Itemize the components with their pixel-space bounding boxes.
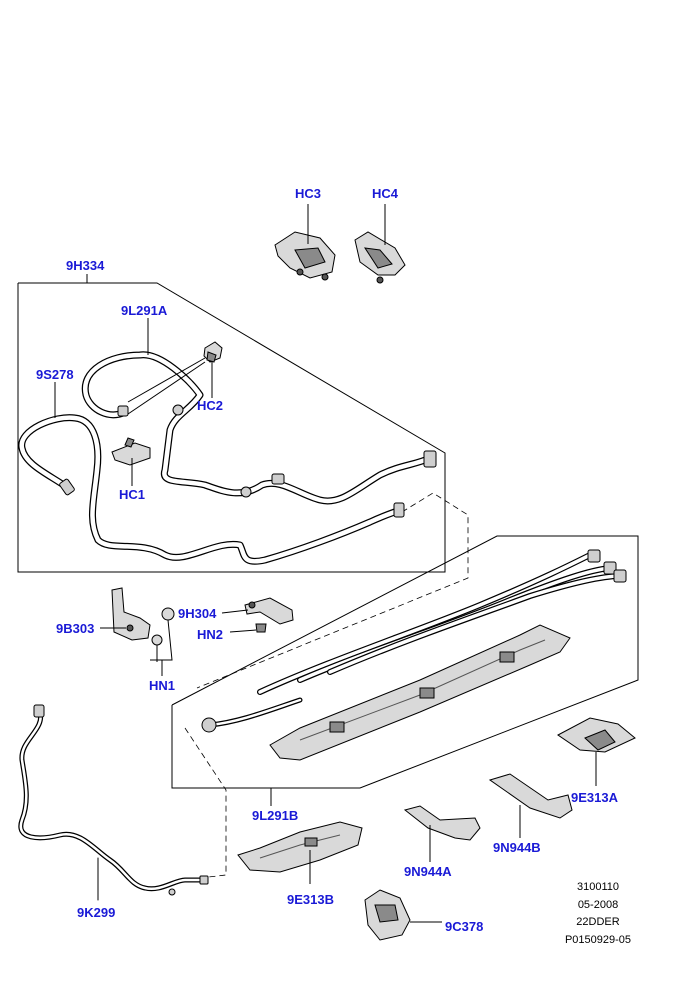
nut-parts — [150, 607, 175, 676]
label-9l291b: 9L291B — [252, 808, 299, 823]
label-hc4: HC4 — [372, 186, 399, 201]
bracket-9c378-part — [364, 889, 442, 941]
reference-line-2: 05-2008 — [577, 899, 619, 911]
fuel-pipe-bundle-lower — [207, 552, 623, 728]
clip-hc4-part — [354, 204, 406, 284]
pipe-connectors-lower — [201, 549, 627, 733]
label-hn2: HN2 — [197, 627, 224, 642]
fuel-pipe-9s278 — [18, 414, 404, 565]
label-hc1: HC1 — [119, 487, 146, 502]
shield-9n944a-part — [403, 805, 481, 862]
reference-line-3: 22DDER — [576, 916, 620, 928]
label-9s278: 9S278 — [36, 367, 74, 382]
label-9h334: 9H334 — [66, 258, 105, 273]
leader-lines — [54, 318, 213, 486]
kit-frame-9h334 — [17, 274, 446, 573]
label-9n944b: 9N944B — [493, 840, 541, 855]
heat-shield-lower — [269, 624, 571, 761]
pipe-connectors-upper — [59, 404, 437, 518]
heat-shield-9e313a-part — [557, 717, 636, 786]
label-hc3: HC3 — [295, 186, 322, 201]
reference-line-4: P0150929-05 — [564, 934, 632, 946]
reference-line-1: 3100110 — [576, 881, 619, 893]
label-9b303: 9B303 — [56, 621, 95, 636]
label-hc2: HC2 — [197, 398, 224, 413]
clip-hc1-part — [111, 437, 151, 480]
kit-frame-9l291b — [171, 535, 639, 806]
label-hn1: HN1 — [149, 678, 176, 693]
bracket-9b303-part — [100, 587, 151, 641]
label-9h304: 9H304 — [178, 606, 217, 621]
label-9c378: 9C378 — [445, 919, 484, 934]
fuel-pipe-9l291a — [81, 351, 434, 505]
dashed-connectors — [184, 492, 469, 879]
label-9l291a: 9L291A — [121, 303, 168, 318]
bracket-9h304-part — [221, 597, 294, 633]
fuel-pipe-9k299 — [18, 709, 208, 901]
label-9k299: 9K299 — [77, 905, 116, 920]
heat-shield-9e313b-part — [237, 821, 363, 884]
label-9n944a: 9N944A — [404, 864, 452, 879]
label-9e313b: 9E313B — [287, 892, 334, 907]
clip-hc3-part — [274, 204, 336, 281]
shield-9n944b-part — [488, 773, 573, 838]
pipe-connectors-9k299 — [33, 704, 209, 896]
label-9e313a: 9E313A — [571, 790, 618, 805]
clip-hc2-part — [127, 341, 223, 415]
